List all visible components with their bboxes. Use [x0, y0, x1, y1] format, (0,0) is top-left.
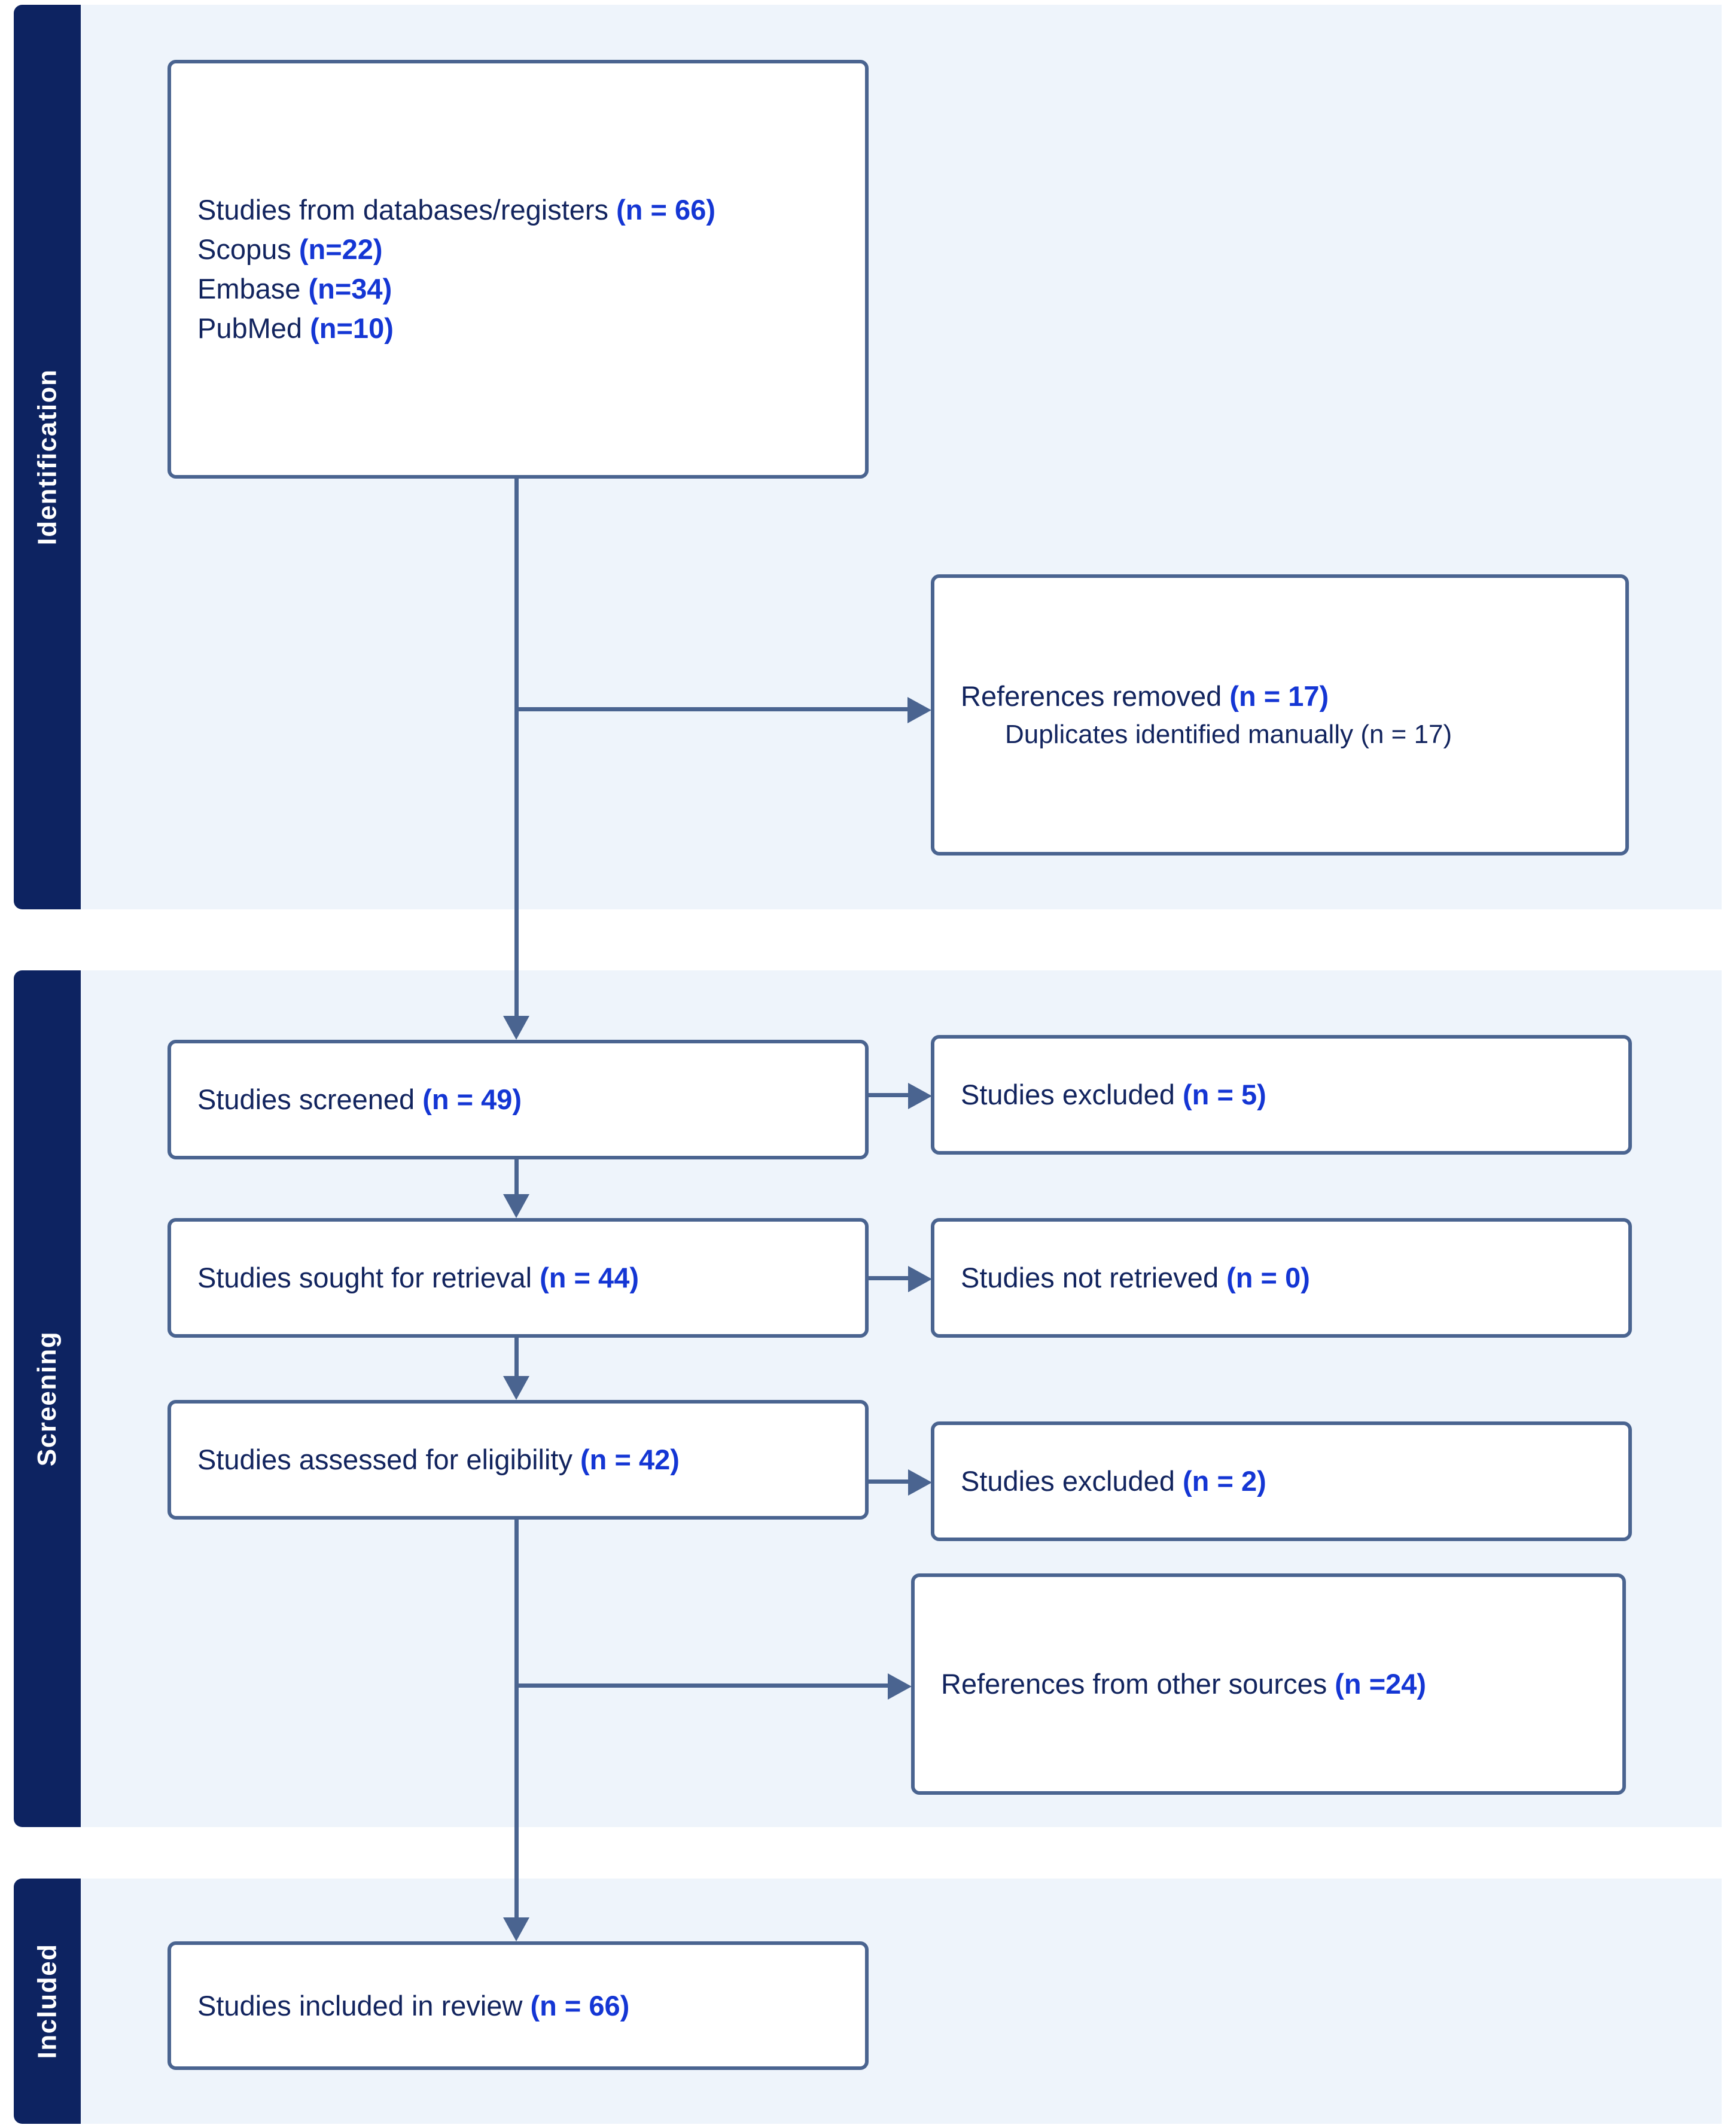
stage-label-included: Included — [32, 1943, 62, 2059]
other-sources-line-0: References from other sources (n =24) — [941, 1668, 1427, 1700]
stage-label-screening: Screening — [32, 1331, 62, 1467]
arrowhead-screened-to-sought — [503, 1194, 529, 1218]
references-removed-line-1: Duplicates identified manually (n = 17) — [1005, 720, 1452, 750]
databases-line-0: Studies from databases/registers (n = 66… — [197, 194, 715, 226]
connector-assessed-to-included — [514, 1520, 519, 1917]
arrowhead-to-screened — [503, 1016, 529, 1040]
arrowhead-sought-to-assessed — [503, 1376, 529, 1400]
box-studies-assessed-for-eligibility: Studies assessed for eligibility (n = 42… — [167, 1400, 869, 1520]
box-studies-screened: Studies screened (n = 49) — [167, 1040, 869, 1159]
box-references-from-other-sources: References from other sources (n =24) — [911, 1573, 1626, 1795]
databases-line-1: Scopus (n=22) — [197, 233, 383, 266]
arrowhead-to-other-sources — [888, 1673, 912, 1700]
connector-to-other-sources — [514, 1683, 888, 1688]
stage-label-identification: Identification — [32, 369, 62, 546]
box-studies-not-retrieved: Studies not retrieved (n = 0) — [931, 1218, 1632, 1338]
box-studies-sought-for-retrieval: Studies sought for retrieval (n = 44) — [167, 1218, 869, 1338]
box-studies-from-databases: Studies from databases/registers (n = 66… — [167, 60, 869, 479]
box-studies-included-in-review: Studies included in review (n = 66) — [167, 1941, 869, 2070]
references-removed-line-0: References removed (n = 17) — [961, 680, 1329, 713]
box-studies-excluded-eligibility: Studies excluded (n = 2) — [931, 1421, 1632, 1541]
stage-bar-identification: Identification — [14, 5, 81, 909]
connector-databases-to-screened — [514, 479, 519, 1016]
databases-line-3: PubMed (n=10) — [197, 312, 394, 344]
included-review-line-0: Studies included in review (n = 66) — [197, 1989, 630, 2022]
arrowhead-screened-to-excluded — [908, 1083, 932, 1109]
connector-sought-to-assessed — [514, 1338, 519, 1376]
databases-line-2: Embase (n=34) — [197, 273, 392, 305]
arrowhead-sought-to-not-retrieved — [908, 1266, 932, 1292]
arrowhead-to-references-removed — [907, 697, 931, 723]
not-retrieved-line-0: Studies not retrieved (n = 0) — [961, 1262, 1310, 1294]
screened-line-0: Studies screened (n = 49) — [197, 1083, 522, 1116]
connector-screened-to-excluded — [869, 1093, 908, 1097]
connector-assessed-to-excluded — [869, 1479, 908, 1484]
arrowhead-assessed-to-excluded — [908, 1469, 932, 1496]
sought-retrieval-line-0: Studies sought for retrieval (n = 44) — [197, 1262, 639, 1294]
connector-to-references-removed — [514, 707, 907, 711]
assessed-eligibility-line-0: Studies assessed for eligibility (n = 42… — [197, 1444, 680, 1476]
box-references-removed: References removed (n = 17) Duplicates i… — [931, 574, 1629, 856]
excluded-eligibility-line-0: Studies excluded (n = 2) — [961, 1465, 1266, 1497]
arrowhead-to-included — [503, 1917, 529, 1941]
box-studies-excluded-screening: Studies excluded (n = 5) — [931, 1035, 1632, 1155]
excluded-screened-line-0: Studies excluded (n = 5) — [961, 1079, 1266, 1111]
stage-bar-included: Included — [14, 1879, 81, 2124]
stage-bar-screening: Screening — [14, 970, 81, 1827]
connector-sought-to-not-retrieved — [869, 1276, 908, 1280]
connector-screened-to-sought — [514, 1159, 519, 1194]
